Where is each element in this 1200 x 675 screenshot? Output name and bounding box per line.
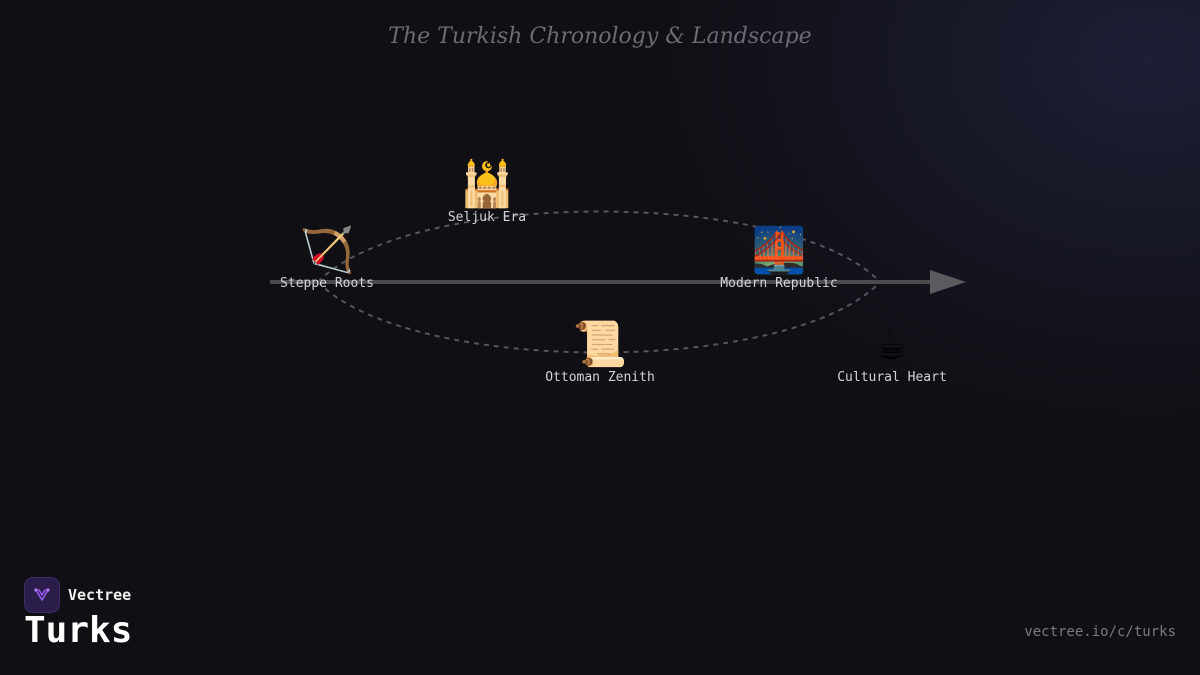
- node-seljuk-era[interactable]: 🕌 Seljuk Era: [447, 159, 527, 226]
- node-label: Modern Republic: [720, 276, 838, 291]
- diagram-title: The Turkish Chronology & Landscape: [388, 24, 812, 49]
- node-label: Ottoman Zenith: [545, 370, 655, 385]
- node-label: Cultural Heart: [837, 370, 947, 385]
- brand-name: Vectree: [68, 586, 132, 604]
- node-cultural-heart[interactable]: ☕ Cultural Heart: [837, 319, 947, 386]
- node-modern-republic[interactable]: 🌉 Modern Republic: [720, 225, 838, 292]
- node-steppe-roots[interactable]: 🏹 Steppe Roots: [280, 225, 374, 292]
- upper-dashed-arc: [317, 210, 881, 283]
- hot-beverage-icon: ☕: [878, 319, 906, 370]
- mosque-icon: 🕌: [459, 159, 515, 210]
- bridge-at-night-icon: 🌉: [751, 225, 807, 276]
- timeline-arrowhead: [930, 270, 966, 294]
- brand[interactable]: Vectree: [24, 577, 131, 613]
- node-ottoman-zenith[interactable]: 📜 Ottoman Zenith: [545, 319, 655, 386]
- page-name: Turks: [24, 610, 133, 651]
- lower-dashed-arc: [317, 281, 881, 354]
- bow-and-arrow-icon: 🏹: [299, 225, 355, 276]
- page-url[interactable]: vectree.io/c/turks: [1024, 624, 1176, 640]
- vectree-logo-icon: [24, 577, 60, 613]
- node-label: Steppe Roots: [280, 276, 374, 291]
- scroll-icon: 📜: [572, 319, 628, 370]
- node-label: Seljuk Era: [447, 210, 527, 225]
